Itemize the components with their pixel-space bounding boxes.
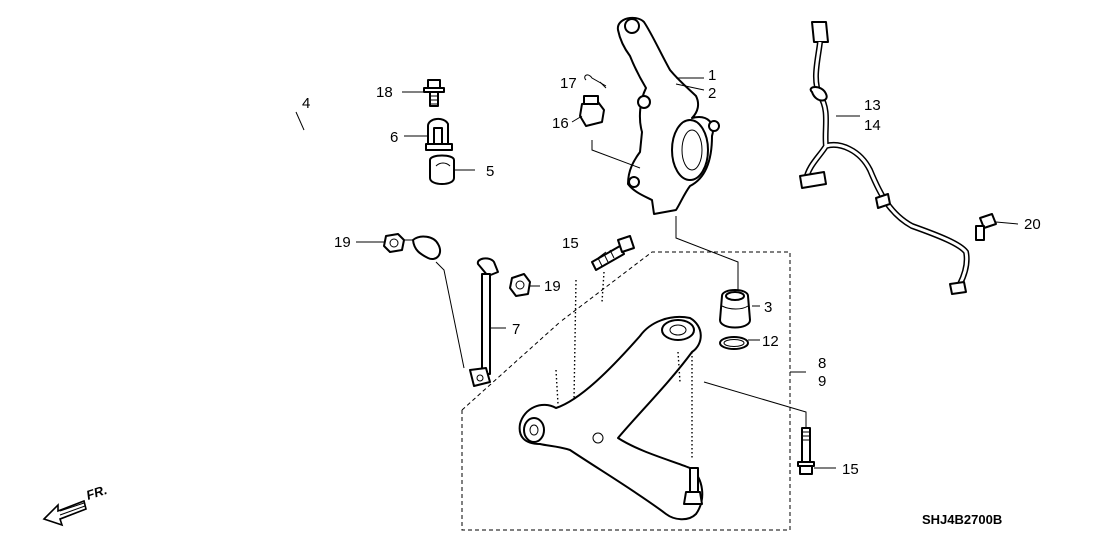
self-locking-nut-19b	[509, 273, 531, 297]
callout-18: 18	[376, 84, 393, 101]
flange-bolt-15a	[591, 235, 635, 271]
flange-bolt-15b	[797, 427, 815, 475]
compliance-bushing	[719, 289, 751, 329]
callout-19a: 19	[334, 234, 351, 251]
callout-15b: 15	[842, 461, 859, 478]
stabilizer-link	[469, 257, 499, 387]
callout-labels: 1 2 3 4 5 6 7 8 9 12 13 14 15 15 16 17 1…	[84, 67, 1040, 527]
sensor-bolt	[975, 213, 997, 241]
callout-1: 1	[708, 67, 716, 84]
callout-19b: 19	[544, 278, 561, 295]
callout-3: 3	[764, 299, 772, 316]
callout-15a: 15	[562, 235, 579, 252]
part-code: SHJ4B2700B	[922, 512, 1002, 527]
self-locking-nut-19a	[383, 233, 405, 253]
snap-ring	[719, 336, 749, 350]
bushing-holder	[425, 118, 453, 151]
callout-7: 7	[512, 321, 520, 338]
callout-16: 16	[552, 115, 569, 132]
stabilizer-bar	[130, 119, 444, 265]
direction-label: FR.	[84, 482, 109, 503]
wheel-speed-sensor	[799, 21, 970, 295]
callout-17: 17	[560, 75, 577, 92]
callout-13: 13	[864, 97, 881, 114]
leader-lines	[295, 77, 1019, 469]
cotter-pin	[584, 74, 607, 87]
callout-14: 14	[864, 117, 881, 134]
callout-20: 20	[1024, 216, 1041, 233]
callout-2: 2	[708, 85, 716, 102]
group-boundary	[461, 251, 806, 531]
flange-bolt-18	[423, 79, 445, 107]
stabilizer-bushing	[429, 154, 455, 185]
castle-nut	[579, 95, 605, 127]
callout-5: 5	[486, 163, 494, 180]
steering-knuckle	[616, 16, 720, 215]
callout-9: 9	[818, 373, 826, 390]
callout-4: 4	[302, 95, 310, 112]
front-direction-arrow	[42, 499, 87, 527]
lower-arm	[518, 316, 704, 521]
callout-8: 8	[818, 355, 826, 372]
callout-6: 6	[390, 129, 398, 146]
callout-12: 12	[762, 333, 779, 350]
